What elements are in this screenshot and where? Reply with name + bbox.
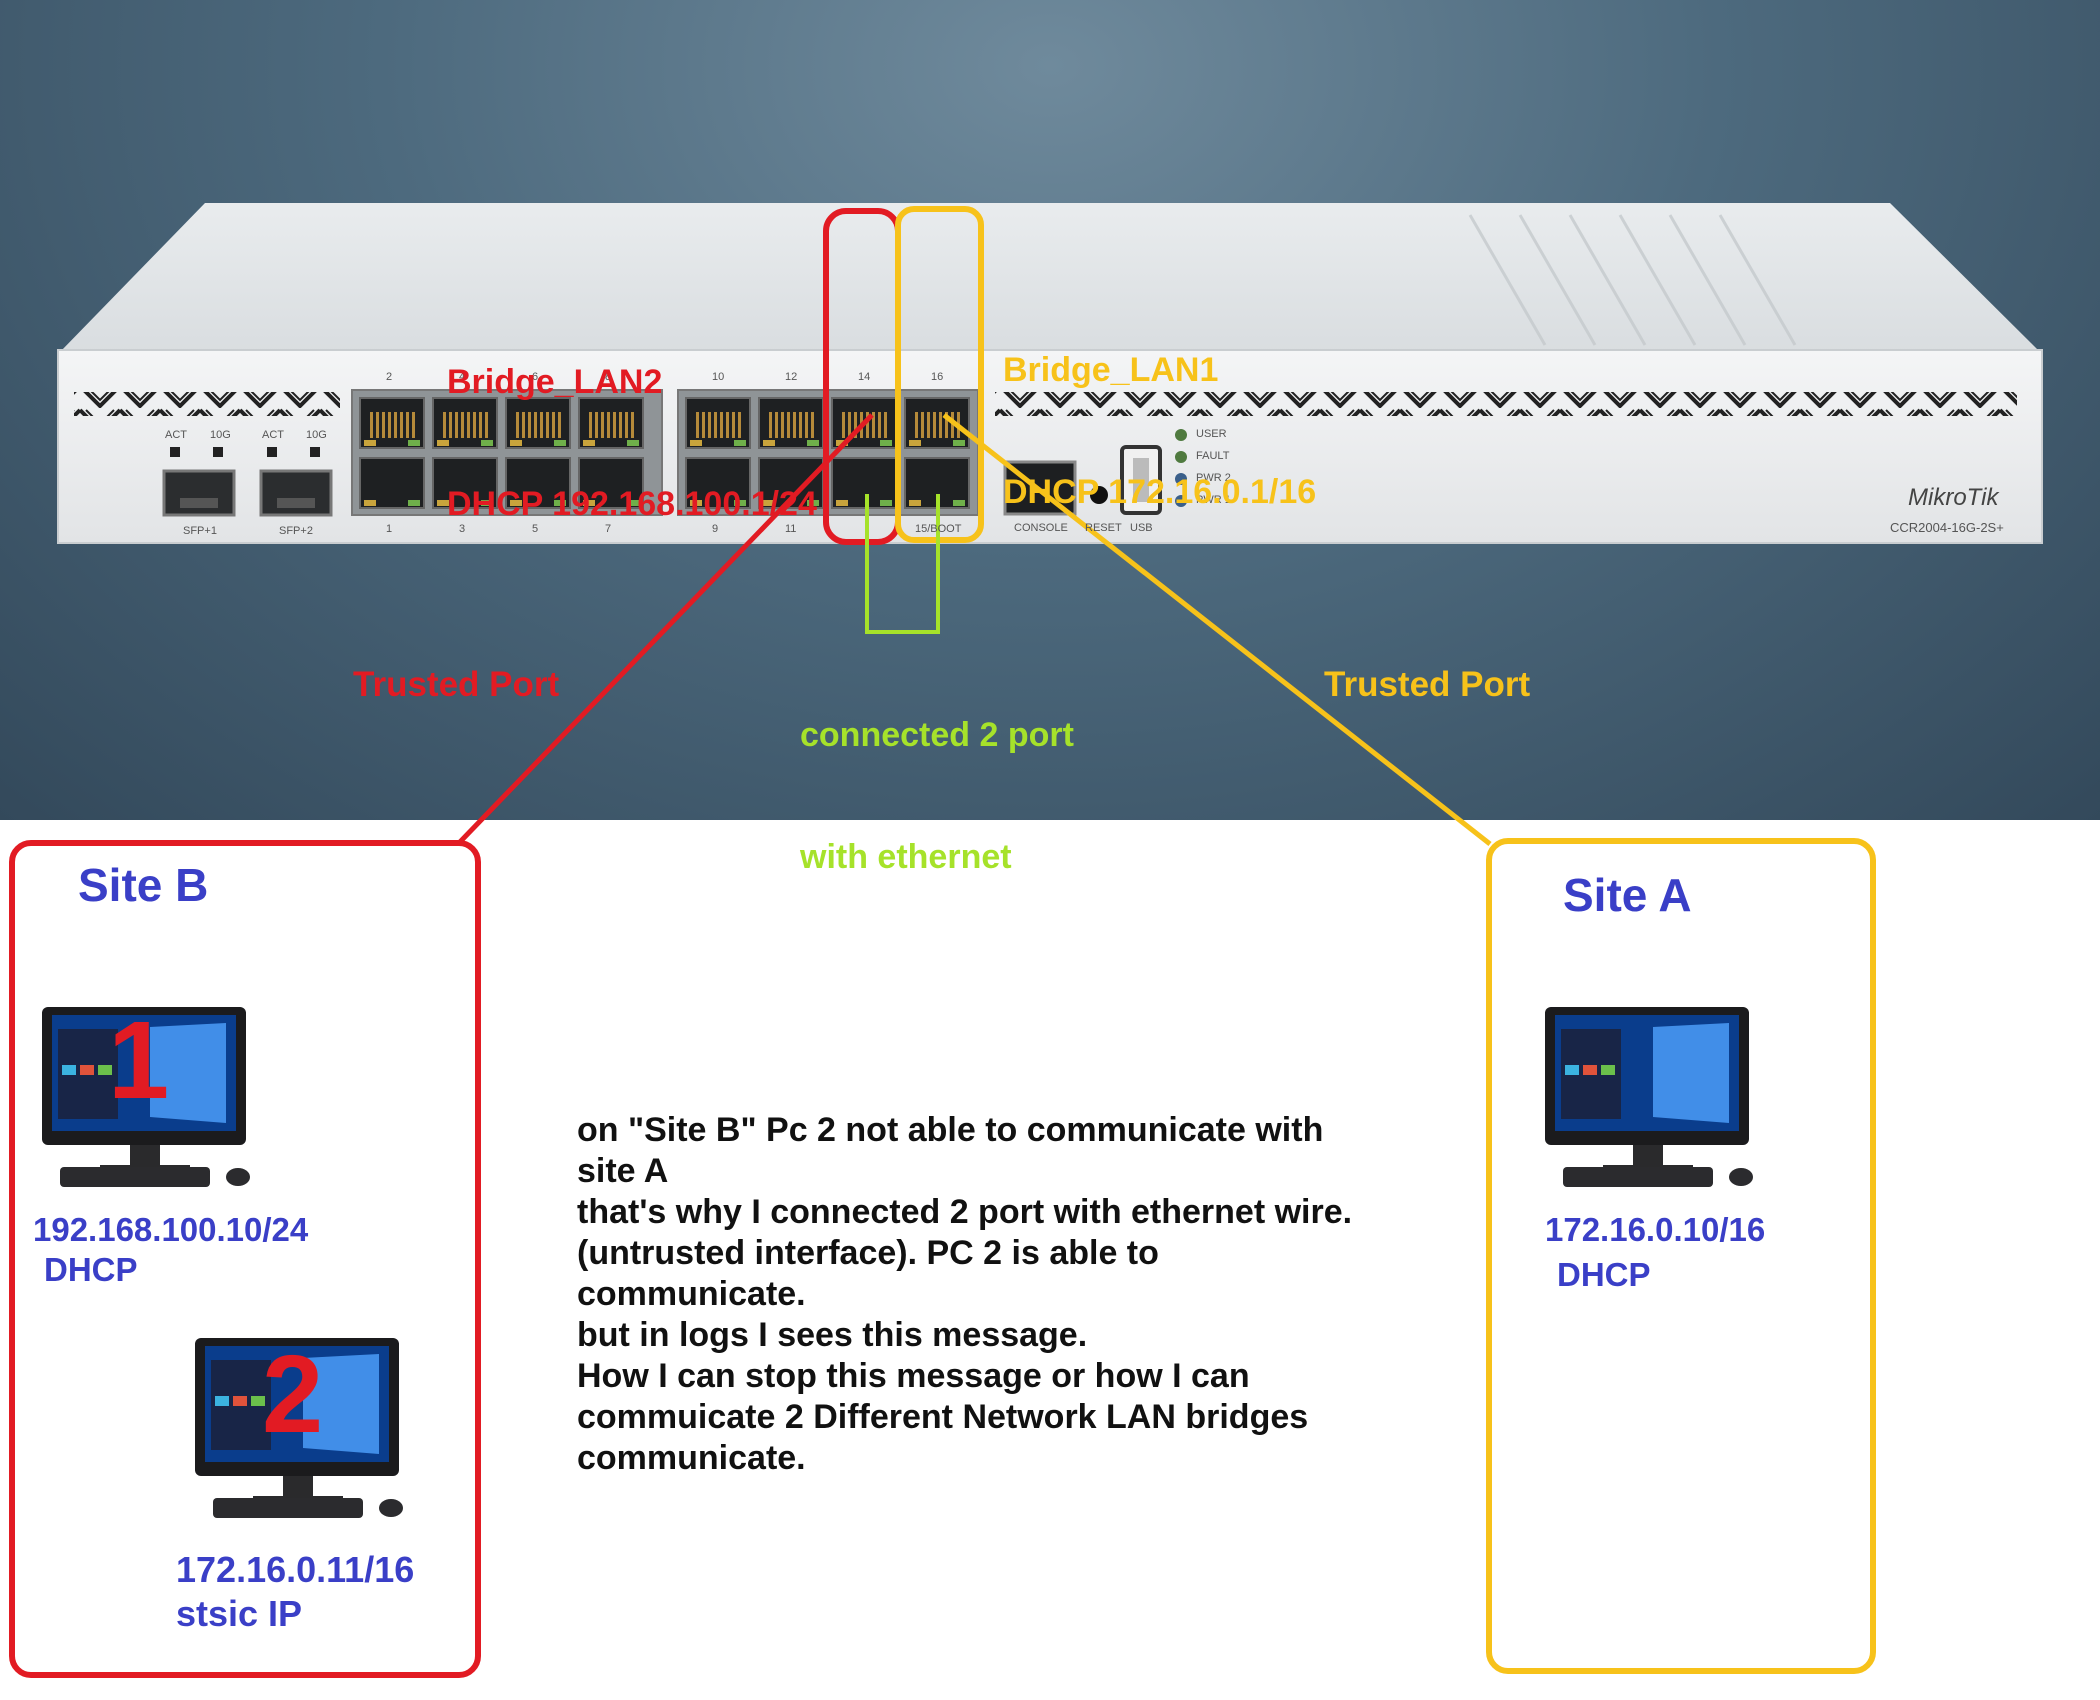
ethernet-port bbox=[359, 457, 425, 509]
connected-ports-label: connected 2 port with ethernet bbox=[800, 633, 1074, 919]
port-number-top: 12 bbox=[785, 371, 798, 383]
site-b-pc1-computer-icon bbox=[42, 1007, 250, 1187]
patch-cable-link bbox=[865, 494, 940, 634]
svg-text:ACT: ACT bbox=[262, 429, 284, 441]
note-line: but in logs I sees this message. bbox=[577, 1316, 1088, 1354]
port-number-top: 10 bbox=[712, 371, 725, 383]
ethernet-port bbox=[758, 457, 824, 509]
bridge-lan1-label: Bridge_LAN1 DHCP 172.16.0.1/16 bbox=[1003, 268, 1316, 554]
ethernet-port bbox=[685, 397, 751, 449]
problem-description: on "Site B" Pc 2 not able to communicate… bbox=[577, 1110, 1407, 1479]
connected-line-2: with ethernet bbox=[800, 837, 1012, 876]
site-a-box bbox=[1486, 838, 1876, 1674]
bridge-lan2-dhcp: DHCP 192.168.100.1/24 bbox=[447, 484, 817, 523]
port-number-bottom: 7 bbox=[605, 523, 612, 535]
bridge-lan2-label: Bridge_LAN2 DHCP 192.168.100.1/24 bbox=[447, 280, 817, 566]
site-a-pc-mode: DHCP bbox=[1557, 1256, 1651, 1293]
ethernet-port bbox=[359, 397, 425, 449]
bridge-lan1-dhcp: DHCP 172.16.0.1/16 bbox=[1003, 472, 1317, 511]
port-number-bottom: 1 bbox=[386, 523, 393, 535]
ethernet-port bbox=[831, 457, 897, 509]
note-line: on "Site B" Pc 2 not able to communicate… bbox=[577, 1111, 1324, 1149]
sfp2-label: SFP+2 bbox=[279, 525, 313, 537]
brand-logo: MikroTik bbox=[1908, 484, 1999, 511]
port-number-bottom: 9 bbox=[712, 523, 719, 535]
ethernet-port bbox=[505, 397, 571, 449]
ethernet-port bbox=[505, 457, 571, 509]
sfp-leds bbox=[170, 447, 320, 457]
site-b-box bbox=[9, 840, 481, 1678]
port-number-top: 16 bbox=[931, 371, 944, 383]
site-a-computer-icon bbox=[1545, 1007, 1753, 1187]
sfp-cage-1 bbox=[162, 469, 236, 517]
console-label: CONSOLE bbox=[1014, 522, 1068, 534]
port-number-bottom: 5 bbox=[532, 523, 539, 535]
bridge-lan2-name: Bridge_LAN2 bbox=[447, 362, 663, 401]
note-line: that's why I connected 2 port with ether… bbox=[577, 1193, 1353, 1231]
port-number-bottom: 15/BOOT bbox=[915, 523, 962, 535]
port-number-bottom: 3 bbox=[459, 523, 466, 535]
svg-text:ACT: ACT bbox=[165, 429, 187, 441]
status-leds bbox=[1175, 429, 1187, 507]
site-b-pc2-number: 2 bbox=[262, 1333, 324, 1456]
port-number-bottom: 11 bbox=[785, 523, 797, 535]
trusted-port-left-label: Trusted Port bbox=[353, 665, 560, 704]
port-number-top: 2 bbox=[386, 371, 393, 383]
red-connector-line bbox=[456, 413, 874, 846]
note-line: communicate. bbox=[577, 1275, 806, 1313]
note-line: (untrusted interface). PC 2 is able to bbox=[577, 1234, 1159, 1272]
site-b-title: Site B bbox=[78, 859, 209, 911]
port-number-top: 6 bbox=[532, 371, 539, 383]
note-line: commuicate 2 Different Network LAN bridg… bbox=[577, 1398, 1309, 1436]
bridge-lan1-name: Bridge_LAN1 bbox=[1003, 350, 1219, 389]
ethernet-port bbox=[432, 457, 498, 509]
port-number-top: 14 bbox=[858, 371, 871, 383]
front-vent-right bbox=[995, 392, 2017, 416]
trusted-port-right-label: Trusted Port bbox=[1324, 665, 1531, 704]
led-pwr1-label: PWR 1 bbox=[1196, 494, 1231, 506]
led-user-label: USER bbox=[1196, 428, 1227, 440]
port-number-top: 8 bbox=[605, 371, 612, 383]
led-fault-label: FAULT bbox=[1196, 450, 1230, 462]
site-b-pc2-computer-icon bbox=[195, 1338, 403, 1518]
reset-button bbox=[1090, 486, 1108, 504]
usb-label: USB bbox=[1130, 522, 1153, 534]
ethernet-port bbox=[578, 457, 644, 509]
site-b-pc2-mode: stsic IP bbox=[176, 1593, 303, 1634]
note-line: How I can stop this message or how I can bbox=[577, 1357, 1250, 1395]
sfp-cage-2 bbox=[259, 469, 333, 517]
ethernet-port bbox=[685, 457, 751, 509]
site-b-pc2-ip: 172.16.0.11/16 bbox=[176, 1549, 415, 1590]
port-number-top: 4 bbox=[459, 371, 466, 383]
site-b-pc1-ip: 192.168.100.10/24 bbox=[33, 1211, 309, 1248]
note-line: communicate. bbox=[577, 1439, 806, 1477]
svg-text:10G: 10G bbox=[306, 429, 327, 441]
reset-label: RESET bbox=[1085, 522, 1122, 534]
router-top bbox=[60, 203, 2040, 352]
site-a-title: Site A bbox=[1563, 869, 1692, 921]
site-b-pc1-mode: DHCP bbox=[44, 1251, 138, 1288]
site-a-pc-ip: 172.16.0.10/16 bbox=[1545, 1211, 1766, 1248]
connected-line-1: connected 2 port bbox=[800, 715, 1074, 754]
ethernet-port bbox=[432, 397, 498, 449]
front-vent-left bbox=[74, 392, 340, 416]
led-pwr2-label: PWR 2 bbox=[1196, 472, 1231, 484]
site-b-pc1-number: 1 bbox=[108, 999, 170, 1122]
svg-text:10G: 10G bbox=[210, 429, 231, 441]
note-line: site A bbox=[577, 1152, 669, 1190]
sfp1-label: SFP+1 bbox=[183, 525, 217, 537]
ethernet-port bbox=[904, 397, 970, 449]
yellow-connector-line bbox=[942, 413, 1492, 846]
model-label: CCR2004-16G-2S+ bbox=[1890, 520, 2004, 535]
top-vents bbox=[1468, 214, 1797, 346]
ethernet-port bbox=[578, 397, 644, 449]
